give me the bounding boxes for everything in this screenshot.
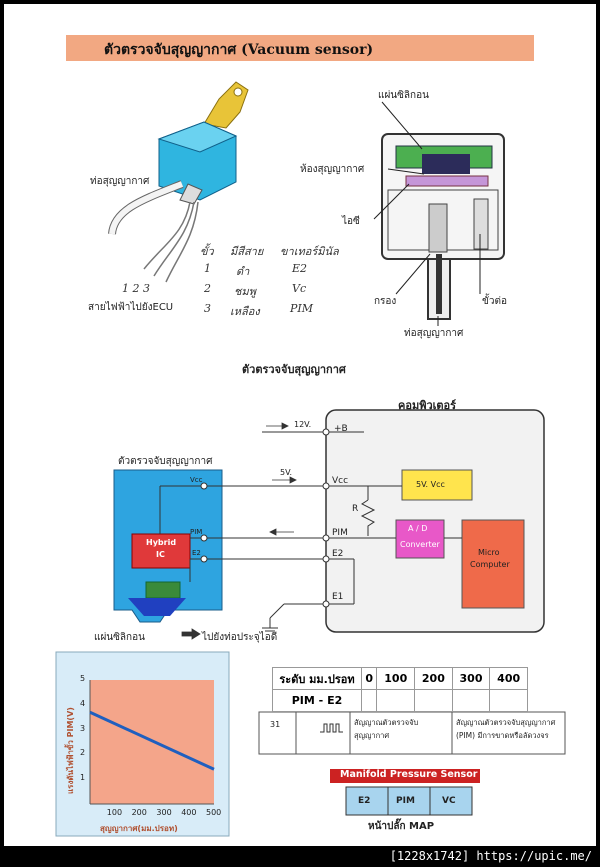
- pressure-cell: 200: [414, 667, 453, 690]
- chart-series-line: [89, 710, 215, 771]
- micro-label: Micro: [478, 548, 500, 557]
- terminal-pim: PIM: [332, 528, 348, 538]
- page-title: ตัวตรวจจับสุญญากาศ (Vacuum sensor): [104, 42, 374, 58]
- label-vacuum-chamber: ห้องสุญญากาศ: [300, 164, 365, 175]
- hand-row2-pin: 2: [204, 282, 211, 295]
- label-12v: 12V.: [294, 420, 312, 429]
- sensor-title: ตัวตรวจจับสุญญากาศ: [118, 456, 213, 467]
- y-tick-label: 4: [80, 698, 86, 708]
- label-5v: 5V.: [280, 468, 293, 477]
- label-wires-to-ecu: สายไฟฟ้าไปยังECU: [88, 302, 174, 313]
- pim-cell[interactable]: [376, 689, 416, 712]
- vacuum-sensor-illustration: [108, 81, 249, 283]
- pressure-table: ระดับ มม.ปรอท 0 100 200 300 400 PIM - E2: [272, 667, 528, 712]
- terminal-plus-b: +B: [334, 424, 348, 434]
- connector-caption: หน้าปลั๊ก MAP: [368, 821, 435, 832]
- sensor-e2-label: E2: [192, 549, 201, 557]
- signal-table-frame: [258, 711, 566, 755]
- pim-voltage-chart: [55, 651, 230, 837]
- hand-row1-terminal: E2: [292, 262, 308, 275]
- watermark-bar: [1228x1742] https://upic.me/: [0, 846, 600, 867]
- connector-pin-e2: E2: [358, 796, 371, 806]
- signal-desc: สัญญาณตัวตรวจจับสุญญากาศ: [354, 718, 419, 740]
- hybrid-ic-label: IC: [156, 550, 165, 559]
- pim-cell[interactable]: [451, 689, 491, 712]
- signal-code: 31: [270, 720, 281, 729]
- x-tick-label: 200: [131, 808, 147, 817]
- watermark: [1228x1742] https://upic.me/: [389, 849, 592, 863]
- sensor-vcc-label: Vcc: [190, 476, 203, 484]
- terminal-vcc: Vcc: [332, 476, 349, 486]
- pressure-cell: 400: [489, 667, 528, 690]
- y-tick-label: 5: [80, 674, 86, 683]
- terminal-e2: E2: [332, 549, 344, 559]
- label-silicon-plate: แผ่นซิลิกอน: [378, 90, 429, 101]
- label-wire-numbers: 1 2 3: [122, 282, 150, 295]
- chart-xlabel: สุญญากาศ(มม.ปรอท): [100, 824, 178, 833]
- silicon-label: แผ่นซิลิกอน: [94, 632, 145, 643]
- pressure-header: ระดับ มม.ปรอท: [272, 667, 362, 690]
- to-manifold-label: ไปยังท่อประจุไอดี: [202, 632, 278, 643]
- pressure-cell: 100: [376, 667, 416, 690]
- connector-pin-pim: PIM: [396, 796, 415, 806]
- signal-fault: สัญญาณตัวตรวจจับสุญญากาศ (PIM) มีการขาดห…: [456, 718, 556, 740]
- label-ic: ไอซี: [342, 216, 360, 227]
- y-tick-label: 1: [80, 773, 86, 783]
- y-tick-label: 3: [80, 723, 86, 733]
- hand-row1-color: ดำ: [236, 265, 250, 278]
- hand-row3-color: เหลือง: [230, 305, 260, 318]
- sensor-pim-label: PIM: [190, 528, 203, 536]
- computer-title: คอมพิวเตอร์: [398, 399, 457, 412]
- title-banner: ตัวตรวจจับสุญญากาศ (Vacuum sensor): [66, 35, 534, 61]
- figure-caption: ตัวตรวจจับสุญญากาศ: [242, 363, 346, 376]
- label-vacuum-pipe-left: ท่อสุญญากาศ: [90, 176, 150, 187]
- label-vacuum-pipe-right: ท่อสุญญากาศ: [404, 328, 464, 339]
- document-page: ตัวตรวจจับสุญญากาศ (Vacuum sensor): [4, 4, 596, 846]
- x-tick-label: 300: [156, 808, 172, 817]
- pim-cell[interactable]: [414, 689, 453, 712]
- y-tick-label: 2: [80, 748, 86, 758]
- label-filter: กรอง: [374, 296, 397, 307]
- connector-title: Manifold Pressure Sensor: [340, 769, 478, 780]
- hand-header-terminal: ขาเทอร์มินัล: [280, 245, 339, 258]
- vcc-box-label: 5V. Vcc: [416, 480, 445, 489]
- hand-row2-terminal: Vc: [292, 282, 307, 295]
- pim-cell[interactable]: [489, 689, 528, 712]
- hand-header-pin: ขั้ว: [200, 245, 214, 258]
- label-terminal: ขั้วต่อ: [482, 296, 507, 307]
- pressure-cell: 300: [451, 667, 491, 690]
- micro-computer-label: Computer: [470, 560, 510, 569]
- hybrid-label: Hybrid: [146, 538, 177, 547]
- hand-row1-pin: 1: [204, 262, 211, 275]
- x-tick-label: 500: [206, 808, 222, 817]
- hand-row3-pin: 3: [204, 302, 211, 315]
- hand-row3-terminal: PIM: [290, 302, 314, 315]
- illustrations: [55, 81, 566, 837]
- circuit-diagram: [113, 409, 545, 640]
- map-connector: [330, 769, 480, 816]
- pim-e2-header: PIM - E2: [272, 689, 362, 712]
- pim-cell[interactable]: [360, 689, 378, 712]
- connector-pin-vc: VC: [442, 796, 456, 806]
- chart-ylabel: แรงดันไฟฟ้าขั้ว PIM(V): [66, 707, 75, 794]
- hand-header-color: มีสีสาย: [230, 245, 264, 258]
- sensor-cross-section: [373, 101, 505, 326]
- converter-label: Converter: [400, 540, 440, 549]
- terminal-e1: E1: [332, 592, 344, 602]
- pressure-cell: 0: [360, 667, 378, 690]
- x-tick-label: 400: [181, 808, 197, 817]
- ad-label: A / D: [408, 524, 428, 533]
- hand-row2-color: ชมพู: [234, 285, 256, 298]
- x-tick-label: 100: [106, 808, 123, 817]
- resistor-label: R: [352, 504, 359, 514]
